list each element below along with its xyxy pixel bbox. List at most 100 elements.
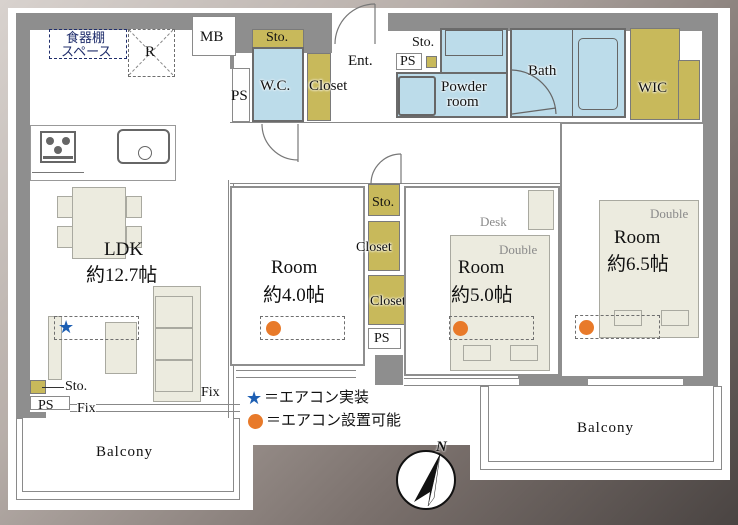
ps-ldk-top-label: PS (231, 88, 248, 104)
room-2-window (404, 378, 519, 386)
balcony-right-label: Balcony (577, 420, 634, 436)
balcony-right-inner (488, 386, 714, 462)
sto-hall-label: Sto. (372, 195, 395, 210)
ps-ldk-bottom-label: PS (38, 398, 54, 413)
legend-star-text: ＝エアコン実装 (264, 390, 370, 406)
sofa-seat-3 (155, 360, 193, 392)
room-2-aircon-possible-dot-icon (453, 321, 468, 336)
ldk-aircon-zone (54, 316, 139, 340)
powder-room-label-2: room (447, 94, 479, 110)
chair-1 (57, 196, 73, 218)
entrance-label: Ent. (348, 53, 373, 69)
room-2-name: Room (458, 257, 505, 278)
wc-label: W.C. (260, 78, 291, 94)
room-1-name: Room (271, 257, 318, 278)
sofa-seat-2 (155, 328, 193, 360)
vanity-icon (445, 30, 503, 56)
wc-door-icon (261, 123, 299, 162)
bath-room (510, 28, 626, 118)
wic-box (630, 28, 680, 120)
room-1-aircon-zone (260, 316, 345, 340)
desk-label: Desk (480, 214, 507, 229)
compass-north-arrow-icon (396, 450, 456, 510)
sto-powder-label: Sto. (412, 35, 435, 50)
fridge-space (128, 29, 175, 77)
legend-dot-icon (248, 414, 263, 429)
wic-label: WIC (638, 80, 668, 96)
ldk-name: LDK (104, 239, 144, 260)
wall-bottom-mid (375, 355, 403, 385)
sto-ldk-arrow (42, 387, 64, 388)
ps-ldk-top-box (232, 68, 250, 122)
wall-right (702, 13, 718, 388)
room-3-size: 約6.5帖 (607, 254, 669, 275)
hall-door-icon (370, 153, 402, 185)
pillow-room-2-right (510, 345, 538, 361)
ps-powder-box (396, 53, 422, 70)
closet-hall-2-label: Closet (370, 294, 406, 309)
pillow-room-3-right (661, 310, 689, 326)
chair-4 (126, 226, 142, 248)
room-3-window (588, 378, 683, 386)
cupboard-space-label-2: スペース (61, 44, 112, 59)
fix-bottom-label: Fix (77, 401, 96, 416)
room-1-window (236, 370, 356, 378)
room-1-aircon-possible-dot-icon (266, 321, 281, 336)
sofa-seat-1 (155, 296, 193, 328)
sink-icon (117, 129, 170, 164)
wc-room (252, 47, 304, 122)
desk (528, 190, 554, 230)
cupboard-space (49, 29, 127, 59)
coffee-table (105, 322, 137, 374)
cupboard-space-label-1: 食器棚 (66, 30, 106, 45)
burner-icon (43, 137, 73, 159)
mb-box (192, 16, 236, 56)
ps-ldk-bottom-box (30, 396, 70, 410)
closet-ent-label: Closet (309, 78, 348, 94)
pillow-room-3-left (614, 310, 642, 326)
washing-machine-icon (398, 76, 436, 116)
legend-star-icon: ★ (246, 388, 263, 408)
legend-dot-text: ＝エアコン設置可能 (266, 413, 402, 429)
wall-top-right (388, 13, 718, 31)
room-1-floor (230, 186, 365, 366)
plan-paper-legend (240, 380, 475, 445)
ldk-window-fix (70, 404, 240, 412)
chair-3 (126, 196, 142, 218)
ldk-size: 約12.7帖 (86, 265, 158, 286)
fridge-label: R (145, 44, 156, 60)
room-2-size: 約5.0帖 (451, 285, 513, 306)
chair-2 (57, 226, 73, 248)
bathtub-icon (578, 38, 618, 110)
aircon-installed-star-icon: ★ (58, 317, 75, 337)
room-1-size: 約4.0帖 (263, 285, 325, 306)
sto-powder-box (426, 56, 437, 68)
room-2-aircon-zone (449, 316, 534, 340)
bath-door-icon (511, 69, 557, 115)
mb-label: MB (200, 29, 224, 45)
entrance-door-icon (334, 3, 376, 45)
bed-room-3-label: Double (650, 206, 689, 221)
closet-hall-1-label: Closet (356, 240, 392, 255)
room-3-aircon-possible-dot-icon (579, 320, 594, 335)
wall-bottom-pillar-mid (518, 375, 588, 389)
powder-room-label-1: Powder (441, 79, 487, 95)
counter-line (32, 172, 84, 173)
bath-divider (572, 30, 573, 116)
sto-hall-box (368, 184, 400, 216)
closet-ent-box (307, 53, 331, 121)
closet-hall-1-box (368, 221, 400, 271)
sto-ldk-label: Sto. (65, 379, 88, 394)
wic-box-right (678, 60, 700, 120)
sto-wc-label: Sto. (266, 30, 289, 45)
room-3-aircon-zone (575, 315, 660, 339)
ps-hall-label: PS (374, 331, 390, 346)
dining-table (72, 187, 126, 259)
balcony-left-label: Balcony (96, 444, 153, 460)
room-3-name: Room (614, 227, 661, 248)
ps-powder-label: PS (400, 54, 416, 69)
stove-icon (40, 131, 76, 163)
ps-hall-box (368, 328, 401, 349)
pillow-room-2-left (463, 345, 491, 361)
fix-corner-label: Fix (201, 385, 220, 400)
